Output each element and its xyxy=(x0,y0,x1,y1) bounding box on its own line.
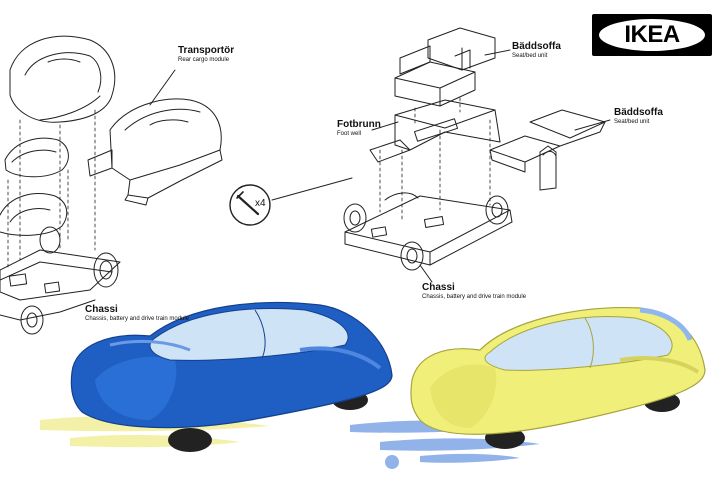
label-chassi-right: Chassi Chassis, battery and drive train … xyxy=(422,282,527,300)
label-baddsoffa-right: Bäddsoffa Seat/bed unit xyxy=(614,107,663,125)
label-subtitle: Chassis, battery and drive train module xyxy=(422,293,527,300)
label-title: Bäddsoffa xyxy=(512,41,561,52)
screw-icon xyxy=(236,191,260,216)
screw-callout xyxy=(229,184,271,226)
left-exploded-assembly xyxy=(0,35,223,335)
label-subtitle: Chassis, battery and drive train module xyxy=(85,315,190,322)
label-subtitle: Seat/bed unit xyxy=(512,52,548,59)
label-chassi-left: Chassi Chassis, battery and drive train … xyxy=(85,304,190,322)
label-title: Fotbrunn xyxy=(337,119,381,130)
label-title: Transportör xyxy=(178,45,235,56)
label-subtitle: Seat/bed unit xyxy=(614,118,650,125)
screw-quantity: x4 xyxy=(255,198,266,209)
yellow-car xyxy=(350,307,706,469)
label-transportor: Transportör Rear cargo module xyxy=(178,45,235,63)
label-title: Bäddsoffa xyxy=(614,107,663,118)
label-fotbrunn: Fotbrunn Foot well xyxy=(337,119,381,137)
label-subtitle: Rear cargo module xyxy=(178,56,230,63)
label-subtitle: Foot well xyxy=(337,130,362,137)
ikea-logo-text: IKEA xyxy=(624,21,680,48)
ikea-logo-oval xyxy=(599,19,705,51)
ikea-logo: IKEA xyxy=(592,14,712,56)
label-title: Chassi xyxy=(85,304,118,315)
label-baddsoffa-top: Bäddsoffa Seat/bed unit xyxy=(512,41,561,59)
blue-car xyxy=(40,301,393,452)
label-title: Chassi xyxy=(422,282,455,293)
right-exploded-assembly xyxy=(271,27,611,283)
